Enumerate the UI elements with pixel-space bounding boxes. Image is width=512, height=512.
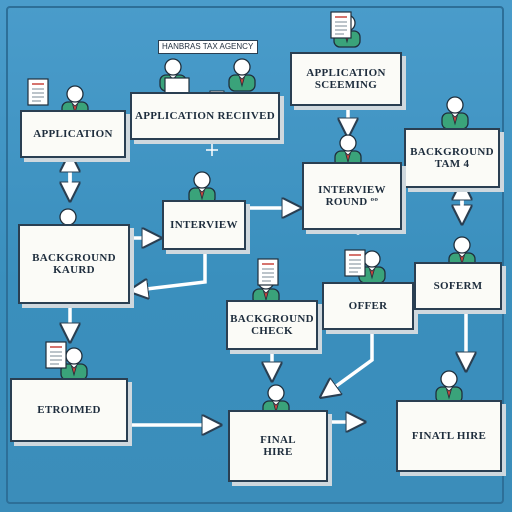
agency-sign: HANBRAS TAX AGENCY — [158, 40, 258, 54]
document-application-icon — [27, 78, 49, 106]
node-background-kaurd-line-1: BACKGROUND — [32, 252, 116, 264]
node-soferm-label: SOFERM — [433, 280, 483, 292]
person-background-tam-icon — [441, 96, 469, 130]
node-interview-round: INTERVIEW ROUND ºº — [302, 162, 402, 230]
arrow-offer-to-final — [328, 314, 374, 392]
sparkle-icon — [206, 144, 218, 156]
frame-border — [6, 6, 504, 504]
person-reception-right-icon — [228, 58, 256, 92]
node-etroimed-label: ETROIMED — [37, 404, 101, 416]
node-interview-label: INTERVIEW — [170, 219, 238, 231]
node-final-hire-right-label: FINATL HIRE — [411, 430, 487, 442]
node-application-screening: APPLICATION SCEEMING — [290, 52, 402, 106]
node-final-hire-center-line-1: FINAL — [260, 434, 296, 446]
node-background-kaurd-line-2: KAURD — [53, 264, 95, 276]
node-background-check-line-2: CHECK — [251, 325, 293, 337]
document-check-icon — [257, 258, 279, 286]
node-application-received: APPLICATION RECIIVED — [130, 92, 280, 140]
person-final-hire-right-icon — [435, 370, 463, 404]
node-final-hire-center-line-2: HIRE — [263, 446, 293, 458]
node-final-hire-center: FINAL HIRE — [228, 410, 328, 482]
node-background-tam-line-1: BACKGROUND — [410, 146, 494, 158]
node-interview: INTERVIEW — [162, 200, 246, 250]
node-etroimed: ETROIMED — [10, 378, 128, 442]
node-background-check-line-1: BACKGROUND — [230, 313, 314, 325]
node-background-tam-line-2: TAM 4 — [434, 158, 470, 170]
node-application-screening-line-2: SCEEMING — [314, 79, 378, 91]
node-application-received-label: APPLICATION RECIIVED — [135, 110, 275, 122]
node-offer-label: OFFER — [348, 300, 388, 312]
node-background-check: BACKGROUND CHECK — [226, 300, 318, 350]
node-soferm: SOFERM — [414, 262, 502, 310]
node-application-screening-line-1: APPLICATION — [306, 67, 386, 79]
node-background-kaurd: BACKGROUND KAURD — [18, 224, 130, 304]
node-background-tam: BACKGROUND TAM 4 — [404, 128, 500, 188]
node-interview-round-line-1: INTERVIEW — [318, 184, 386, 196]
document-screening-icon — [330, 11, 352, 39]
node-application-label: APPLICATION — [33, 128, 113, 140]
node-offer: OFFER — [322, 282, 414, 330]
document-etroimed-icon — [45, 341, 67, 369]
document-offer-icon — [344, 249, 366, 277]
arrow-interview-to-kaurd — [138, 250, 207, 290]
node-interview-round-line-2: ROUND ºº — [325, 196, 379, 208]
node-final-hire-right: FINATL HIRE — [396, 400, 502, 472]
node-application: APPLICATION — [20, 110, 126, 158]
